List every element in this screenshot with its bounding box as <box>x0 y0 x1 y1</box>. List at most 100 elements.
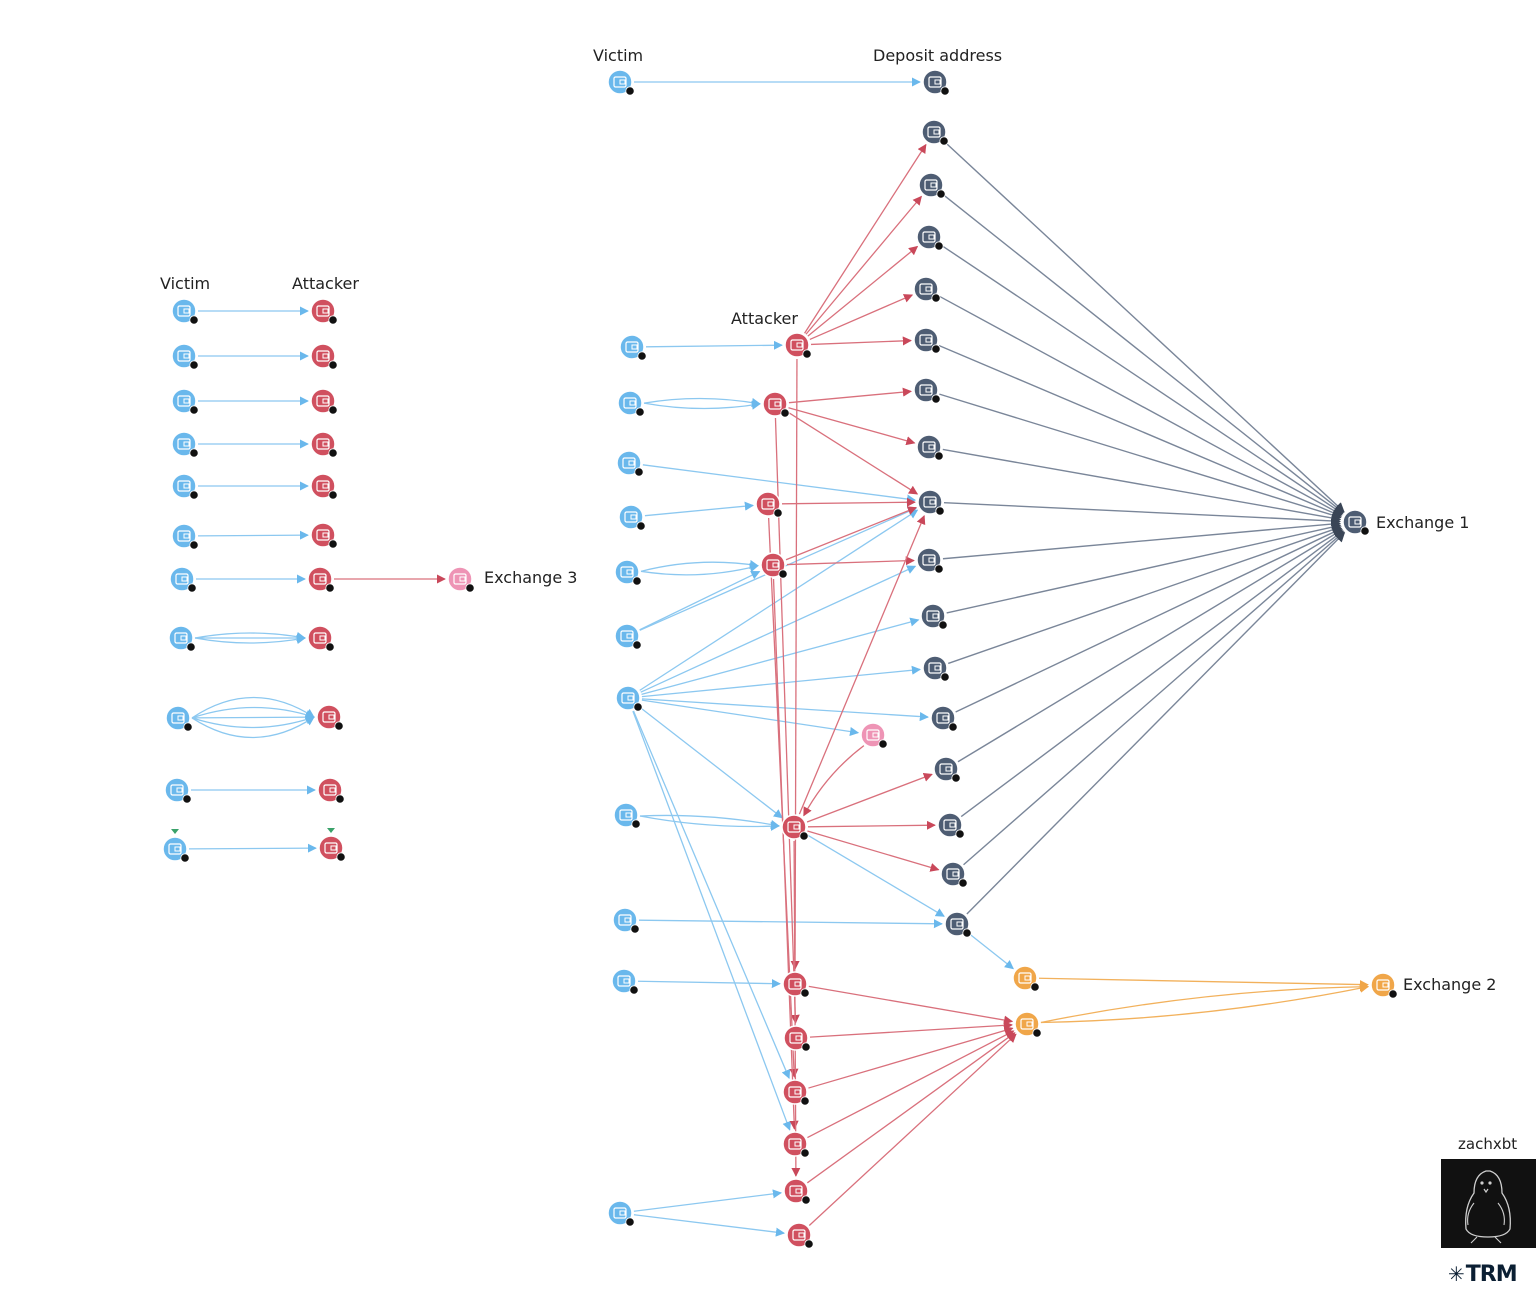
node-attacker-ca6[interactable] <box>782 971 810 998</box>
node-attacker-la10[interactable] <box>317 777 345 804</box>
node-attacker-ca5[interactable] <box>781 814 809 841</box>
node-deposit-d4[interactable] <box>913 276 941 303</box>
node-victim-cv5[interactable] <box>614 559 642 586</box>
node-attacker-ca7[interactable] <box>783 1025 811 1052</box>
wallet-icon <box>922 554 936 566</box>
node-deposit-d16[interactable] <box>944 911 972 938</box>
chain-badge-icon <box>934 241 944 251</box>
node-victim-cv6[interactable] <box>614 623 642 650</box>
chain-badge-icon <box>938 620 948 630</box>
node-attacker-la6[interactable] <box>310 522 338 549</box>
trm-brand-text: TRM <box>1465 1262 1518 1287</box>
edge-ca9-to-o2 <box>807 1030 1015 1139</box>
chain-badge-icon <box>189 490 199 500</box>
node-victim-lv10[interactable] <box>164 777 192 804</box>
node-victim-cv9[interactable] <box>612 907 640 934</box>
node-orange-o1[interactable] <box>1012 965 1040 992</box>
node-attacker-ca8[interactable] <box>782 1079 810 1106</box>
node-victim-cv8[interactable] <box>613 802 641 829</box>
wallet-icon <box>175 573 189 585</box>
node-attacker-ca9[interactable] <box>782 1131 810 1158</box>
node-victim-lv6[interactable] <box>171 523 199 550</box>
node-victim-lv7[interactable] <box>169 566 197 593</box>
node-deposit-d12[interactable] <box>930 705 958 732</box>
edge-d16-to-o1 <box>967 932 1014 970</box>
node-deposit-d13[interactable] <box>933 756 961 783</box>
node-deposit-d7[interactable] <box>916 434 944 461</box>
chain-badge-icon <box>931 293 941 303</box>
node-deposit-d1[interactable] <box>921 119 949 146</box>
wallet-icon <box>919 384 933 396</box>
edge-cv7-to-ca8 <box>632 710 791 1080</box>
chain-badge-icon <box>180 853 190 863</box>
chain-badge-icon <box>936 189 946 199</box>
node-victim-cv2[interactable] <box>617 390 645 417</box>
node-attacker-ca11[interactable] <box>786 1222 814 1249</box>
wallet-icon <box>617 975 631 987</box>
node-deposit-d2[interactable] <box>918 172 946 199</box>
edge-cv11-to-ca10 <box>633 1189 783 1212</box>
node-victim-lv2[interactable] <box>171 343 199 370</box>
edge-ca2-to-d6 <box>788 387 912 404</box>
node-deposit-ex1[interactable] <box>1342 509 1370 536</box>
chain-badge-icon <box>802 349 812 359</box>
node-victim-lv11[interactable] <box>162 836 190 863</box>
edge-lv9-to-la9 <box>191 706 315 719</box>
wallet-icon <box>788 1086 802 1098</box>
node-deposit-d6[interactable] <box>913 377 941 404</box>
node-victim-lv8[interactable] <box>168 625 196 652</box>
node-orange-o2[interactable] <box>1014 1011 1042 1038</box>
chain-badge-icon <box>780 408 790 418</box>
chain-badge-icon <box>801 1195 811 1205</box>
node-attacker-la8[interactable] <box>307 625 335 652</box>
node-deposit-d8[interactable] <box>917 489 945 516</box>
edge-lv9-to-la9 <box>191 715 315 729</box>
wallet-icon <box>919 283 933 295</box>
node-attacker-ca1[interactable] <box>784 332 812 359</box>
node-victim-tv[interactable] <box>607 69 635 96</box>
wallet-icon <box>766 559 780 571</box>
node-deposit-d10[interactable] <box>920 603 948 630</box>
node-victim-cv11[interactable] <box>607 1200 635 1227</box>
node-deposit-d14[interactable] <box>937 812 965 839</box>
chain-badge-icon <box>773 508 783 518</box>
node-pink-pk[interactable] <box>860 722 888 749</box>
node-deposit-d0[interactable] <box>922 69 950 96</box>
node-pink-ex3[interactable] <box>447 566 475 593</box>
node-attacker-la11[interactable] <box>318 835 346 862</box>
node-victim-lv5[interactable] <box>171 473 199 500</box>
node-victim-cv10[interactable] <box>611 968 639 995</box>
chain-badge-icon <box>1360 526 1370 536</box>
node-victim-cv4[interactable] <box>618 504 646 531</box>
node-deposit-d11[interactable] <box>922 655 950 682</box>
node-victim-lv3[interactable] <box>171 388 199 415</box>
node-victim-cv7[interactable] <box>615 685 643 712</box>
node-attacker-la4[interactable] <box>310 431 338 458</box>
node-attacker-ca3[interactable] <box>755 491 783 518</box>
node-attacker-ca10[interactable] <box>783 1178 811 1205</box>
edge-cv2-to-ca2 <box>643 400 761 410</box>
node-deposit-d5[interactable] <box>913 327 941 354</box>
node-orange-ex2[interactable] <box>1370 972 1398 999</box>
wallet-icon <box>943 819 957 831</box>
node-attacker-la9[interactable] <box>316 704 344 731</box>
node-victim-lv9[interactable] <box>165 705 193 732</box>
node-attacker-ca4[interactable] <box>760 552 788 579</box>
node-victim-lv4[interactable] <box>171 431 199 458</box>
node-attacker-la7[interactable] <box>307 566 335 593</box>
node-attacker-ca2[interactable] <box>762 391 790 418</box>
node-attacker-la1[interactable] <box>310 298 338 325</box>
wallet-icon <box>624 511 638 523</box>
node-attacker-la3[interactable] <box>310 388 338 415</box>
node-deposit-d15[interactable] <box>940 861 968 888</box>
node-attacker-la2[interactable] <box>310 343 338 370</box>
node-attacker-la5[interactable] <box>310 473 338 500</box>
edge-ca1-to-ca6 <box>790 358 800 970</box>
node-victim-cv3[interactable] <box>616 450 644 477</box>
node-victim-cv1[interactable] <box>619 334 647 361</box>
node-deposit-d3[interactable] <box>916 224 944 251</box>
chain-badge-icon <box>801 1042 811 1052</box>
flag-marker-icon <box>327 828 335 833</box>
node-deposit-d9[interactable] <box>916 547 944 574</box>
node-victim-lv1[interactable] <box>171 298 199 325</box>
